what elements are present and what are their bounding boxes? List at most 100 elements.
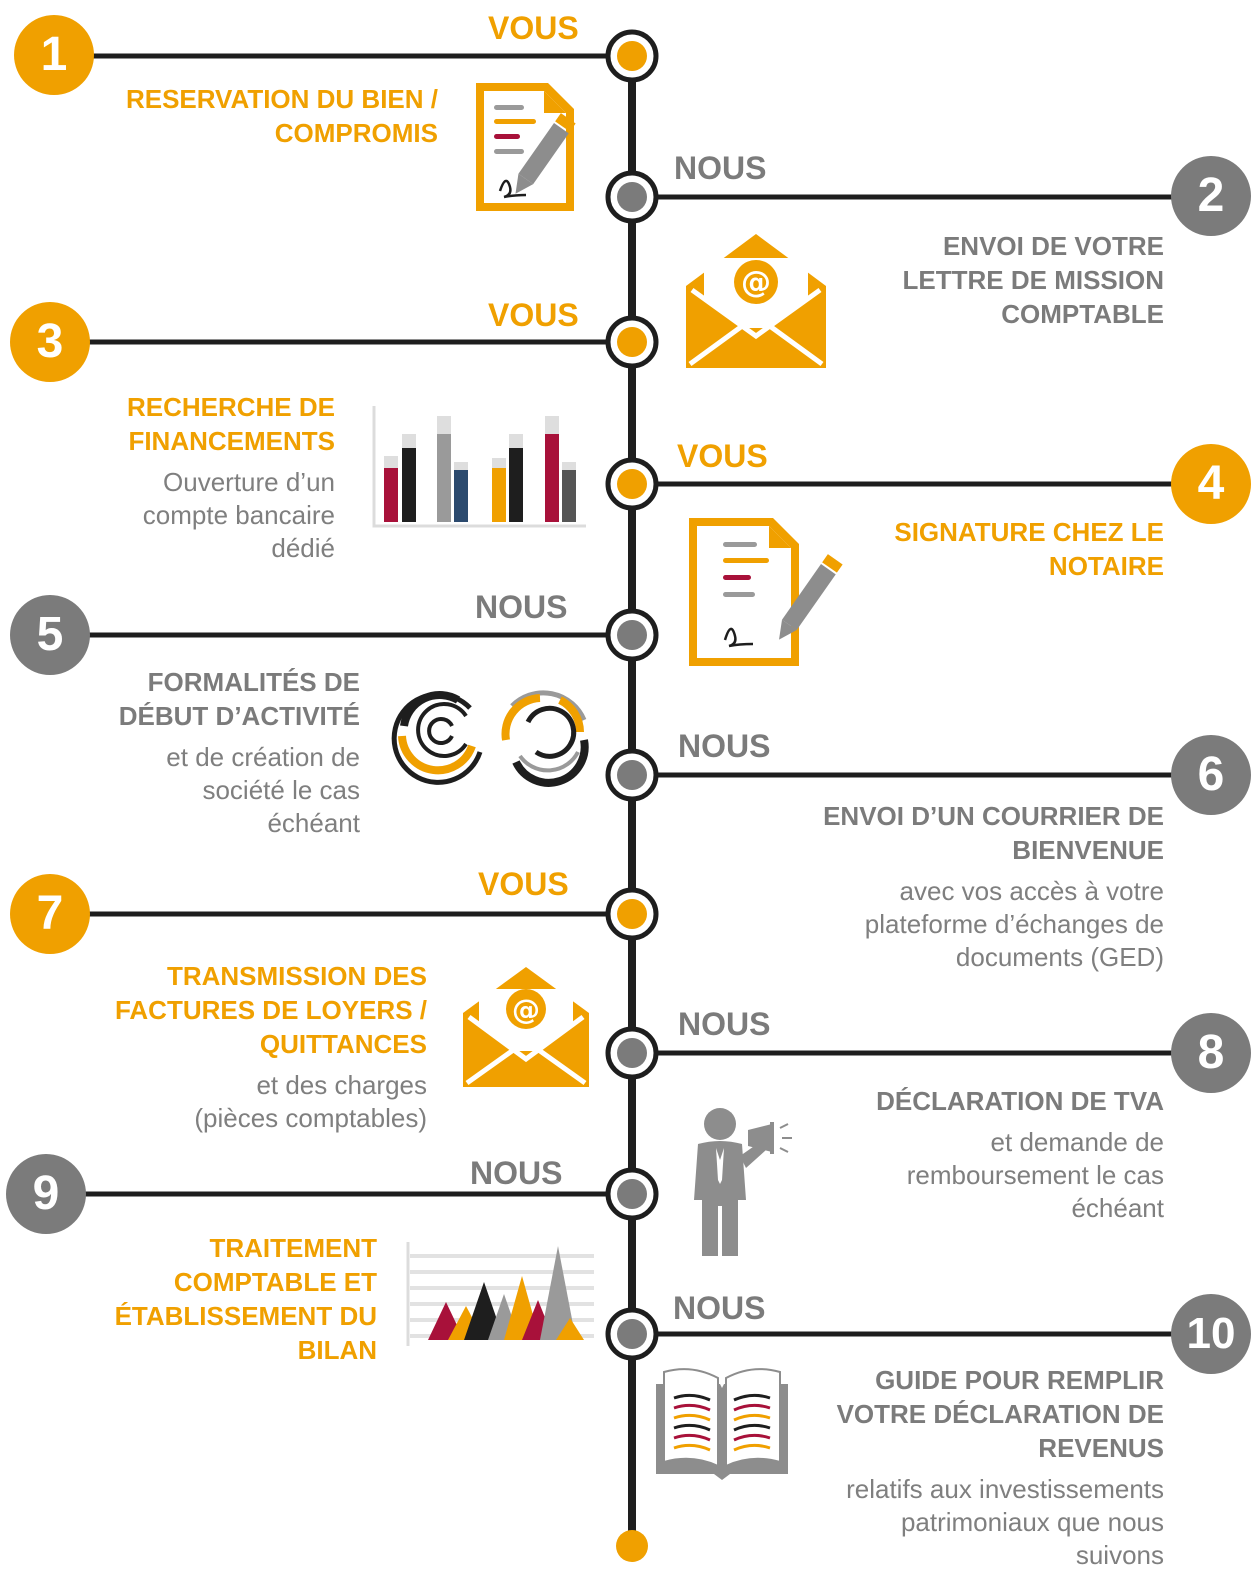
timeline-node-4 (605, 457, 659, 511)
title-line: COMPTABLE ET (173, 1267, 377, 1297)
step-3-text: RECHERCHE DE FINANCEMENTS Ouverture d’un… (127, 390, 335, 565)
bar-chart-icon (372, 406, 586, 528)
actor-label-8: NOUS (678, 1006, 771, 1042)
step-title: DÉCLARATION DE TVA (876, 1084, 1164, 1118)
subtitle-line: plateforme d’échanges de (864, 909, 1164, 939)
actor-label-5: NOUS (475, 589, 568, 625)
step-badge-2: 2 (1171, 156, 1251, 236)
step-subtitle: relatifs aux investissements patrimoniau… (837, 1473, 1164, 1572)
subtitle-line: et demande de (990, 1127, 1164, 1157)
title-line: DÉCLARATION DE TVA (876, 1086, 1164, 1116)
actor-label-7: VOUS (478, 866, 569, 902)
step-title: FORMALITÉS DE DÉBUT D’ACTIVITÉ (119, 665, 360, 733)
timeline-node-2 (605, 170, 659, 224)
subtitle-line: documents (GED) (955, 942, 1164, 972)
step-8-text: DÉCLARATION DE TVA et demande de rembour… (876, 1084, 1164, 1225)
subtitle-line: suivons (1075, 1540, 1164, 1570)
title-line: NOTAIRE (1048, 551, 1164, 581)
subtitle-line: et de création de (166, 742, 360, 772)
step-badge-9: 9 (6, 1154, 86, 1234)
contract-sign-icon (476, 83, 576, 211)
title-line: COMPROMIS (274, 118, 438, 148)
step-1-text: RESERVATION DU BIEN / COMPROMIS (126, 82, 438, 150)
subtitle-line: dédié (271, 533, 335, 563)
timeline-node-5 (605, 608, 659, 662)
subtitle-line: relatifs aux investissements (846, 1474, 1164, 1504)
step-title: ENVOI DE VOTRE LETTRE DE MISSION COMPTAB… (903, 229, 1164, 331)
actor-label-3: VOUS (488, 297, 579, 333)
step-title: SIGNATURE CHEZ LE NOTAIRE (894, 515, 1164, 583)
subtitle-line: et des charges (256, 1070, 427, 1100)
step-badge-1: 1 (14, 15, 94, 95)
subtitle-line: Ouverture d’un (163, 467, 335, 497)
subtitle-line: (pièces comptables) (194, 1103, 427, 1133)
step-title: GUIDE POUR REMPLIR VOTRE DÉCLARATION DE … (837, 1363, 1164, 1465)
title-line: SIGNATURE CHEZ LE (894, 517, 1164, 547)
timeline-node-10 (605, 1307, 659, 1361)
actor-label-10: NOUS (673, 1290, 766, 1326)
step-subtitle: et des charges (pièces comptables) (115, 1069, 427, 1135)
title-line: VOTRE DÉCLARATION DE (836, 1399, 1164, 1429)
step-4-text: SIGNATURE CHEZ LE NOTAIRE (894, 515, 1164, 583)
actor-label-6: NOUS (678, 728, 771, 764)
step-badge-4: 4 (1171, 444, 1251, 524)
timeline-end-dot (616, 1530, 648, 1562)
step-title: RESERVATION DU BIEN / COMPROMIS (126, 82, 438, 150)
actor-label-4: VOUS (677, 438, 768, 474)
title-line: REVENUS (1038, 1433, 1164, 1463)
title-line: ENVOI D’UN COURRIER DE (823, 801, 1164, 831)
step-6-text: ENVOI D’UN COURRIER DE BIENVENUE avec vo… (823, 799, 1164, 974)
title-line: BIENVENUE (1012, 835, 1164, 865)
title-line: FACTURES DE LOYERS / (114, 995, 427, 1025)
title-line: QUITTANCES (259, 1029, 427, 1059)
subtitle-line: avec vos accès à votre (899, 876, 1164, 906)
step-badge-3: 3 (10, 302, 90, 382)
timeline-node-6 (605, 748, 659, 802)
subtitle-line: société le cas (202, 775, 360, 805)
step-subtitle: avec vos accès à votre plateforme d’écha… (823, 875, 1164, 974)
actor-label-1: VOUS (488, 10, 579, 46)
title-line: DÉBUT D’ACTIVITÉ (118, 701, 360, 731)
step-subtitle: Ouverture d’un compte bancaire dédié (127, 466, 335, 565)
timeline-node-1 (605, 29, 659, 83)
step-subtitle: et de création de société le cas échéant (119, 741, 360, 840)
step-2-text: ENVOI DE VOTRE LETTRE DE MISSION COMPTAB… (903, 229, 1164, 331)
step-badge-10: 10 (1171, 1294, 1251, 1374)
timeline-node-8 (605, 1026, 659, 1080)
title-line: TRAITEMENT (209, 1233, 377, 1263)
circular-arcs-icon (391, 690, 589, 787)
title-line: ÉTABLISSEMENT DU (114, 1301, 377, 1331)
step-badge-6: 6 (1171, 735, 1251, 815)
speaker-megaphone-icon (694, 1108, 792, 1256)
svg-text:@: @ (741, 265, 771, 300)
timeline-node-3 (605, 315, 659, 369)
step-title: RECHERCHE DE FINANCEMENTS (127, 390, 335, 458)
actor-label-9: NOUS (470, 1155, 563, 1191)
step-badge-7: 7 (10, 874, 90, 954)
step-subtitle: et demande de remboursement le cas échéa… (876, 1126, 1164, 1225)
title-line: RECHERCHE DE (126, 392, 335, 422)
contract-sign-icon (689, 518, 843, 666)
subtitle-line: échéant (1071, 1193, 1164, 1223)
step-badge-8: 8 (1171, 1013, 1251, 1093)
title-line: LETTRE DE MISSION (902, 265, 1164, 295)
title-line: FINANCEMENTS (128, 426, 335, 456)
email-envelope-icon: @ (463, 967, 589, 1087)
svg-text:@: @ (512, 993, 540, 1026)
step-title: ENVOI D’UN COURRIER DE BIENVENUE (823, 799, 1164, 867)
step-title: TRANSMISSION DES FACTURES DE LOYERS / QU… (115, 959, 427, 1061)
title-line: COMPTABLE (1001, 299, 1164, 329)
step-title: TRAITEMENT COMPTABLE ET ÉTABLISSEMENT DU… (115, 1231, 377, 1367)
step-5-text: FORMALITÉS DE DÉBUT D’ACTIVITÉ et de cré… (119, 665, 360, 840)
subtitle-line: patrimoniaux que nous (900, 1507, 1164, 1537)
step-badge-5: 5 (10, 595, 90, 675)
title-line: ENVOI DE VOTRE (942, 231, 1164, 261)
step-7-text: TRANSMISSION DES FACTURES DE LOYERS / QU… (115, 959, 427, 1135)
subtitle-line: remboursement le cas (906, 1160, 1164, 1190)
timeline-node-7 (605, 887, 659, 941)
title-line: TRANSMISSION DES (166, 961, 427, 991)
title-line: FORMALITÉS DE (147, 667, 360, 697)
title-line: GUIDE POUR REMPLIR (875, 1365, 1164, 1395)
step-9-text: TRAITEMENT COMPTABLE ET ÉTABLISSEMENT DU… (115, 1231, 377, 1367)
